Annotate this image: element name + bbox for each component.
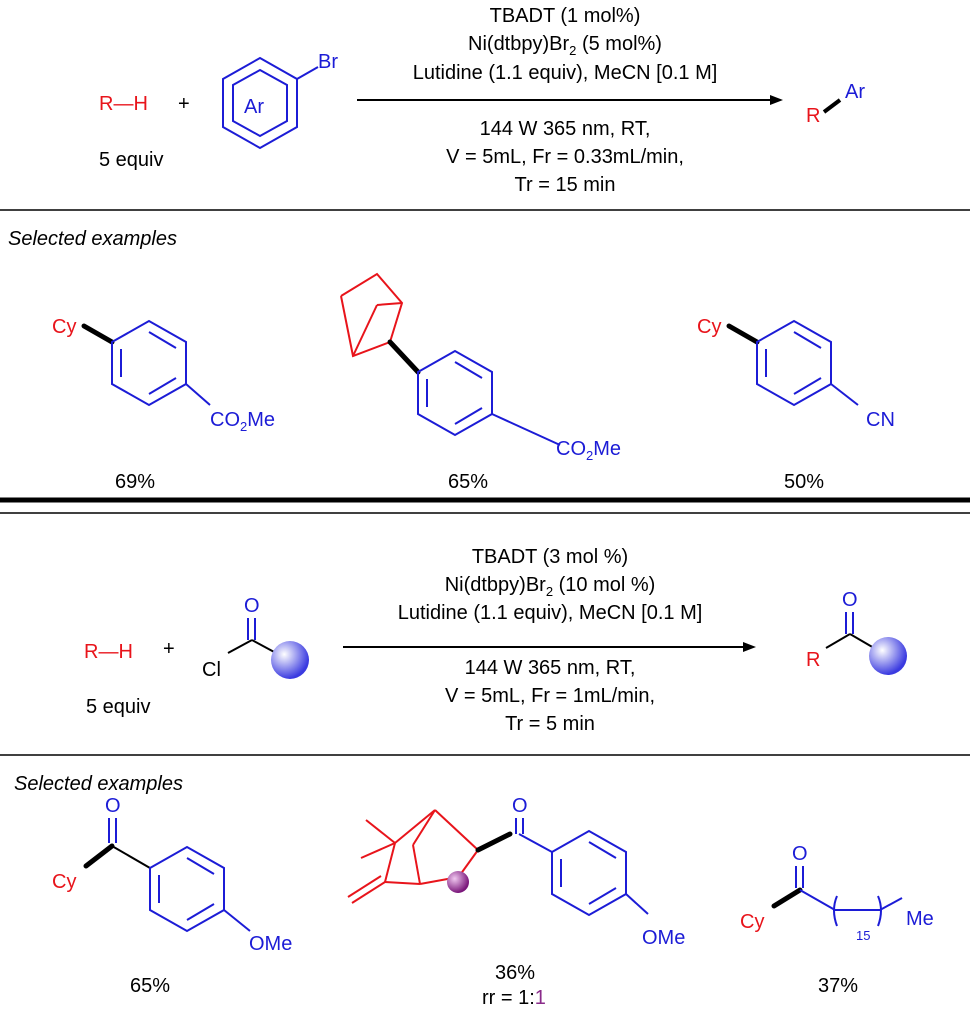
cy-label: Cy	[52, 316, 76, 338]
condition-base: Lutidine (1.1 equiv), MeCN [0.1 M]	[398, 602, 703, 624]
example-1-2: CO2Me 65%	[340, 272, 621, 493]
regio-ratio-label: rr = 1:1	[482, 987, 546, 1009]
stereocenter-ball-icon	[447, 871, 469, 893]
product-2-structure: O R	[806, 589, 907, 675]
selected-examples-heading-2: Selected examples	[14, 773, 183, 795]
condition-flow: V = 5mL, Fr = 0.33mL/min,	[446, 146, 684, 168]
scheme-1: R—H + 5 equiv Ar Br TBADT (1 mol%) Ni(dt…	[99, 5, 865, 196]
methyl-label: Me	[906, 908, 934, 930]
scheme-2: R—H + 5 equiv O Cl TBADT (3 mol %) Ni(dt…	[84, 546, 907, 735]
plus-sign: +	[163, 638, 175, 660]
ester-label: CO2Me	[556, 438, 621, 463]
example-1-1: Cy CO2Me 69%	[52, 316, 275, 493]
ester-label: CO2Me	[210, 409, 275, 434]
chain-length-label: 15	[856, 928, 870, 943]
cy-label: Cy	[52, 871, 76, 893]
condition-light: 144 W 365 nm, RT,	[480, 118, 651, 140]
yield-label: 65%	[130, 975, 170, 997]
carbonyl-o-label: O	[792, 843, 808, 865]
yield-label: 37%	[818, 975, 858, 997]
reactant-rh: R—H	[99, 93, 148, 115]
condition-nickel: Ni(dtbpy)Br2 (10 mol %)	[445, 574, 656, 599]
nitrile-label: CN	[866, 409, 895, 431]
arrow-head-1	[770, 95, 783, 105]
condition-flow: V = 5mL, Fr = 1mL/min,	[445, 685, 655, 707]
acyl-o-label: O	[244, 595, 260, 617]
product-r-label: R	[806, 105, 820, 127]
equiv-label: 5 equiv	[99, 149, 164, 171]
example-1-3: Cy CN 50%	[697, 316, 895, 493]
aryl-ar-label: Ar	[244, 96, 264, 118]
example-2-2: O OMe 36% rr = 1:1	[347, 795, 685, 1009]
yield-label: 50%	[784, 471, 824, 493]
reactant-rh: R—H	[84, 641, 133, 663]
aryl-br-label: Br	[318, 51, 338, 73]
product-1-structure: R Ar	[806, 81, 865, 127]
methoxy-label: OMe	[249, 933, 292, 955]
carbonyl-o-label: O	[512, 795, 528, 817]
acyl-cl-label: Cl	[202, 659, 221, 681]
condition-time: Tr = 5 min	[505, 713, 595, 735]
condition-catalyst: TBADT (3 mol %)	[472, 546, 628, 568]
yield-label: 69%	[115, 471, 155, 493]
arrow-head-2	[743, 642, 756, 652]
example-2-3: O Cy 15 Me 37%	[740, 843, 934, 997]
product-ar-label: Ar	[845, 81, 865, 103]
selected-examples-heading-1: Selected examples	[8, 228, 177, 250]
condition-base: Lutidine (1.1 equiv), MeCN [0.1 M]	[413, 62, 718, 84]
condition-light: 144 W 365 nm, RT,	[465, 657, 636, 679]
acyl-chloride-structure: O Cl	[202, 595, 309, 681]
plus-sign: +	[178, 93, 190, 115]
product-o-label: O	[842, 589, 858, 611]
example-2-1: O Cy OMe 65%	[52, 795, 292, 997]
product-r-label: R	[806, 649, 820, 671]
yield-label: 65%	[448, 471, 488, 493]
aryl-bromide-structure: Ar Br	[222, 51, 338, 150]
cy-label: Cy	[740, 911, 764, 933]
aryl-ball-icon	[271, 641, 309, 679]
equiv-label: 5 equiv	[86, 696, 151, 718]
methoxy-label: OMe	[642, 927, 685, 949]
condition-time: Tr = 15 min	[515, 174, 616, 196]
aryl-ball-icon	[869, 637, 907, 675]
condition-catalyst: TBADT (1 mol%)	[490, 5, 641, 27]
cy-label: Cy	[697, 316, 721, 338]
carbonyl-o-label: O	[105, 795, 121, 817]
condition-nickel: Ni(dtbpy)Br2 (5 mol%)	[468, 33, 662, 58]
yield-label: 36%	[495, 962, 535, 984]
